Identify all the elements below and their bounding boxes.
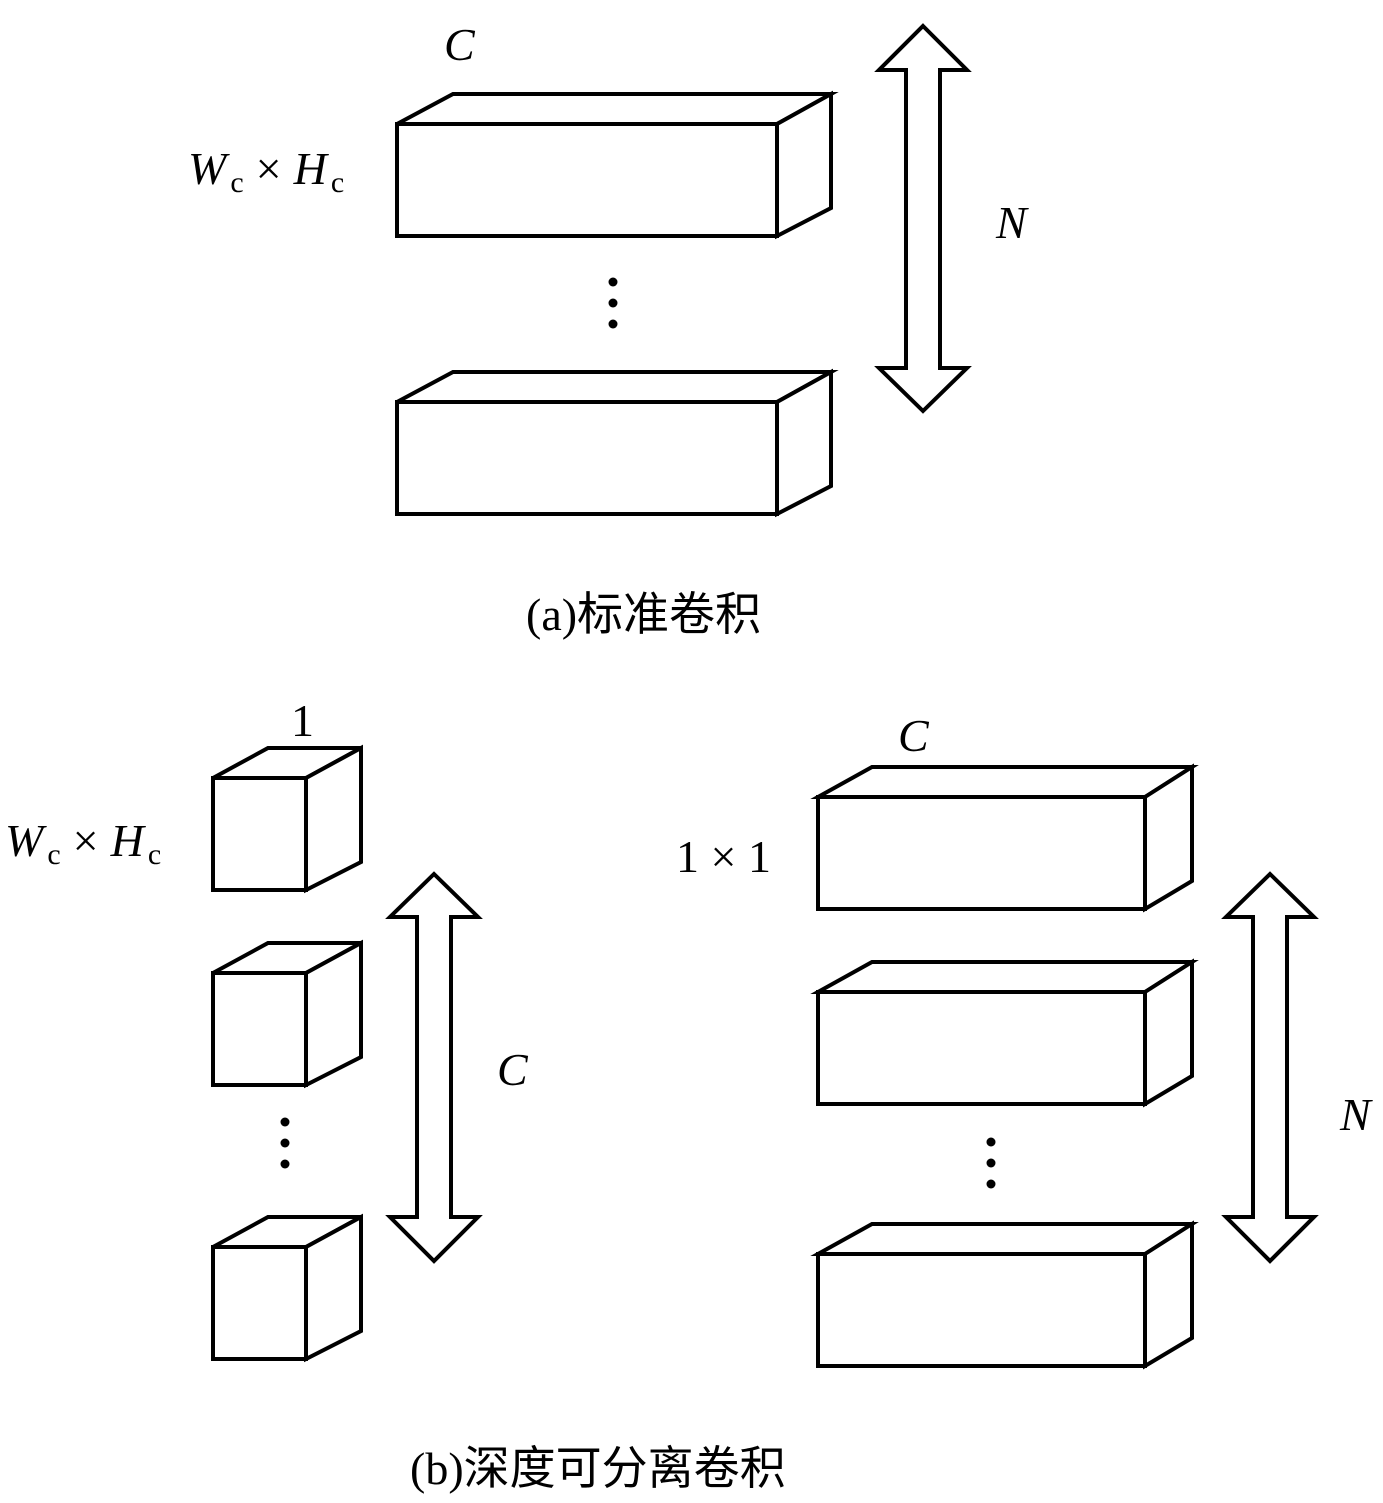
- block-front-face: [395, 400, 779, 516]
- pointwise-block-2: [810, 958, 1199, 1108]
- double-headed-arrow-icon: [1221, 871, 1319, 1264]
- double-headed-arrow-icon: [385, 871, 483, 1264]
- caption-b: (b)深度可分离卷积: [410, 1443, 786, 1494]
- block-top-face: [396, 92, 839, 126]
- count-label: N: [1339, 1089, 1373, 1140]
- depthwise-cube-3: [211, 1213, 363, 1363]
- block-front-face: [395, 122, 779, 238]
- vertical-ellipsis-icon: [986, 1137, 996, 1189]
- kernel-block-bottom: [395, 368, 839, 518]
- pointwise-kernels: C 1 × 1 N: [676, 710, 1373, 1370]
- depth-label: 1: [291, 695, 314, 746]
- kernel-block-top: [395, 90, 839, 240]
- pointwise-block-3: [810, 1220, 1199, 1370]
- block-top-face: [396, 370, 839, 404]
- vertical-ellipsis-icon: [608, 277, 618, 329]
- block-side-face: [775, 368, 833, 518]
- depthwise-cube-1: [211, 744, 363, 894]
- depth-label: C: [898, 710, 930, 761]
- count-label: N: [995, 197, 1029, 248]
- count-label: C: [497, 1044, 529, 1095]
- depthwise-cube-2: [211, 939, 363, 1089]
- block-side-face: [775, 90, 833, 240]
- depth-label: C: [444, 19, 476, 70]
- pointwise-block-1: [810, 763, 1199, 913]
- size-label: 1 × 1: [676, 831, 771, 882]
- vertical-ellipsis-icon: [280, 1117, 290, 1169]
- double-headed-arrow-icon: [874, 23, 972, 414]
- caption-a: (a)标准卷积: [526, 589, 761, 640]
